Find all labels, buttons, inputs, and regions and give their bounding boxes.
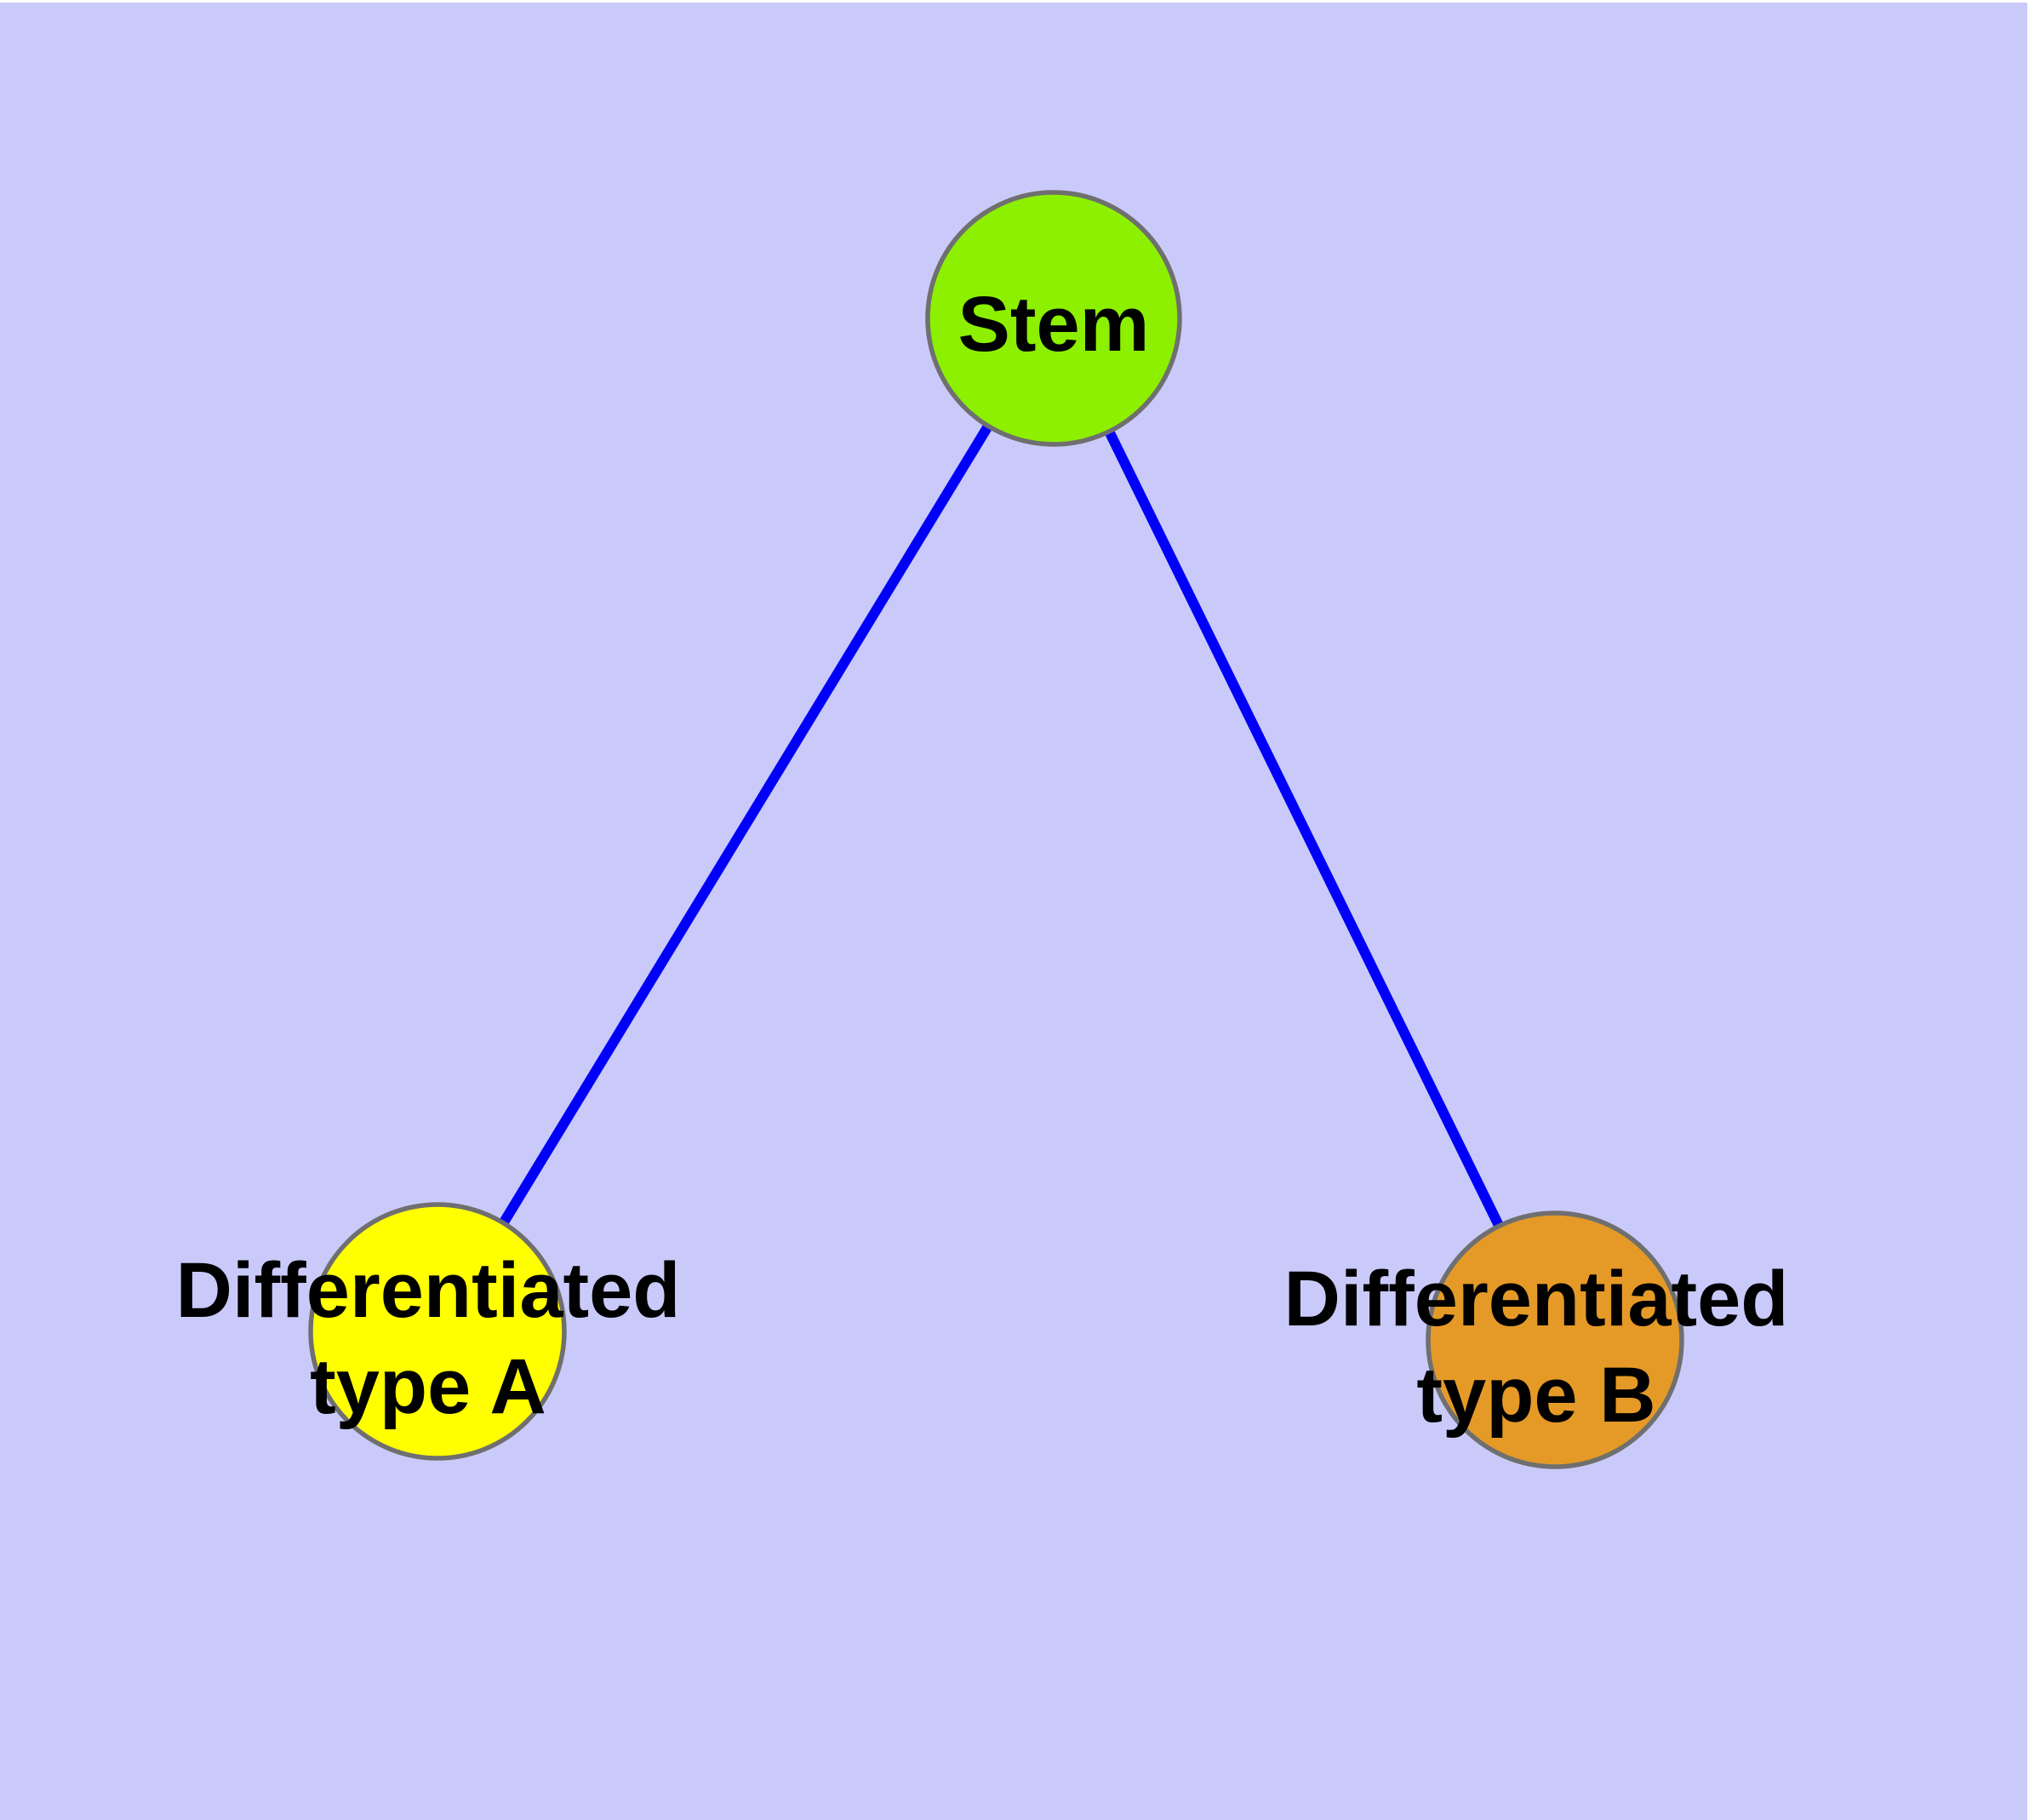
node-differentiated-type-b: Differentiated type B bbox=[1284, 1210, 1789, 1469]
node-differentiated-type-a: Differentiated type A bbox=[176, 1202, 681, 1461]
node-stem-label: Stem bbox=[958, 281, 1150, 368]
edge-stem-to-type-a bbox=[432, 315, 1059, 1335]
node-type-b-label-line1: Differentiated bbox=[1284, 1256, 1789, 1342]
node-type-a-circle bbox=[308, 1202, 567, 1461]
edge-group bbox=[432, 315, 1560, 1342]
node-type-a-label-line2: type A bbox=[310, 1343, 546, 1430]
node-stem-circle bbox=[925, 190, 1182, 447]
node-stem: Stem bbox=[925, 190, 1182, 447]
node-type-a-label-line1: Differentiated bbox=[176, 1247, 681, 1334]
edge-stem-to-type-b bbox=[1049, 316, 1560, 1342]
node-type-b-circle bbox=[1426, 1210, 1684, 1469]
node-type-b-label-line2: type B bbox=[1416, 1352, 1655, 1439]
